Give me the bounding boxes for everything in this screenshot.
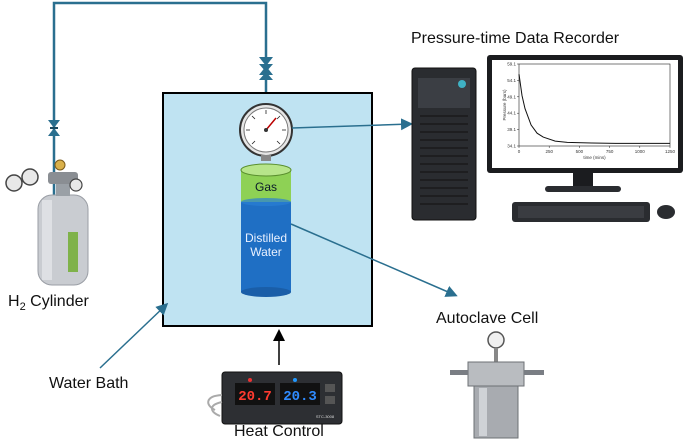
pressure-time-chart: 0 250 500 750 1000 1250 34.1 39.1 44.1 49.1 54.1 59…: [502, 62, 676, 161]
display-left: 20.7: [238, 389, 272, 405]
x-axis-label: time (mins): [583, 155, 606, 160]
valve-inlet-lower[interactable]: [259, 58, 273, 80]
heat-controller-illustration: 20.7 20.3 STC-3008: [207, 371, 343, 425]
y-tick-label: 54.1: [507, 78, 516, 83]
arrow-water-to-cell: [290, 223, 458, 297]
x-tick-label: 750: [606, 149, 614, 154]
heat-control-label: Heat Control: [234, 423, 324, 440]
arrow-gauge-to-recorder: [291, 118, 413, 131]
plot-frame: [518, 63, 671, 147]
pressure-gauge: [239, 103, 293, 161]
h2-cylinder-label-subscript: 2: [19, 301, 26, 314]
h2-cylinder-illustration: [5, 159, 89, 286]
y-tick-label: 44.1: [507, 111, 516, 116]
h2-cylinder-label-prefix: H: [8, 293, 20, 310]
autoclave-cell-illustration: [450, 331, 544, 439]
autoclave-vessel: [240, 163, 292, 297]
h2-cylinder-label-suffix: Cylinder: [25, 293, 89, 310]
h2-cylinder-label: H2 Cylinder: [8, 293, 89, 313]
display-right: 20.3: [283, 389, 317, 405]
y-tick-label: 39.1: [507, 127, 516, 132]
gas-label: Gas: [254, 180, 277, 194]
water-bath-label: Water Bath: [49, 375, 129, 392]
keyboard-illustration: [512, 202, 650, 222]
valve-cylinder[interactable]: [48, 120, 60, 136]
arrow-waterbath-label: [99, 302, 169, 369]
monitor-illustration: [487, 55, 683, 192]
y-axis-label: Pressure (bars): [502, 89, 507, 121]
computer-tower-illustration: [411, 67, 477, 221]
y-tick-label: 34.1: [507, 144, 516, 149]
x-tick-label: 1000: [635, 149, 646, 154]
x-tick-label: 250: [545, 149, 553, 154]
autoclave-cell-label: Autoclave Cell: [436, 310, 539, 327]
controller-model: STC-3008: [316, 414, 335, 419]
mouse-illustration[interactable]: [657, 205, 675, 219]
y-tick-label: 59.1: [507, 62, 516, 67]
recorder-label: Pressure-time Data Recorder: [411, 30, 620, 47]
series-line: [518, 74, 670, 144]
distilled-water-label: Distilled Water: [244, 231, 287, 259]
gas-line: [52, 1, 268, 215]
x-tick-label: 0: [518, 149, 521, 154]
x-tick-label: 1250: [665, 149, 676, 154]
x-tick-label: 500: [576, 149, 584, 154]
y-tick-label: 49.1: [507, 94, 516, 99]
